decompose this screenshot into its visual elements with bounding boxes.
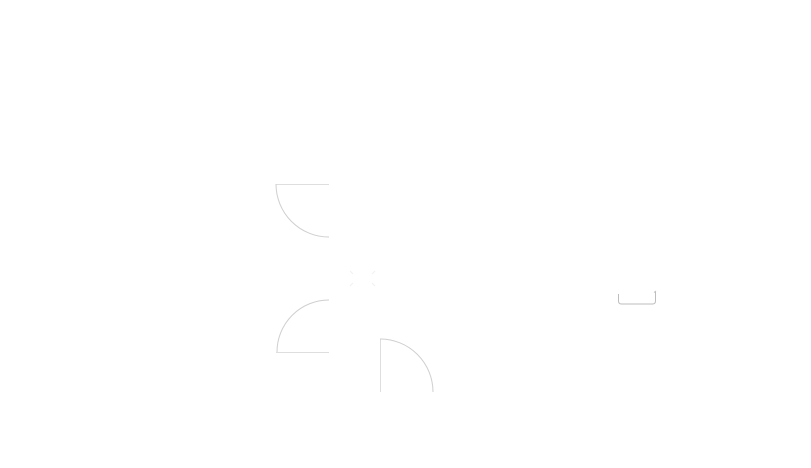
faint-corner-marks [349, 270, 376, 287]
quarter-circle-arc [276, 299, 330, 353]
bracket-outline [618, 290, 657, 305]
quarter-circle-arc [379, 338, 434, 393]
quarter-circle-arc [275, 183, 330, 238]
quarter-circle-top-right [379, 338, 434, 393]
quarter-circle-bottom-left [275, 183, 330, 238]
bracket-path [618, 290, 657, 305]
quarter-circle-top-left [276, 299, 330, 353]
faint-mark [349, 270, 376, 287]
